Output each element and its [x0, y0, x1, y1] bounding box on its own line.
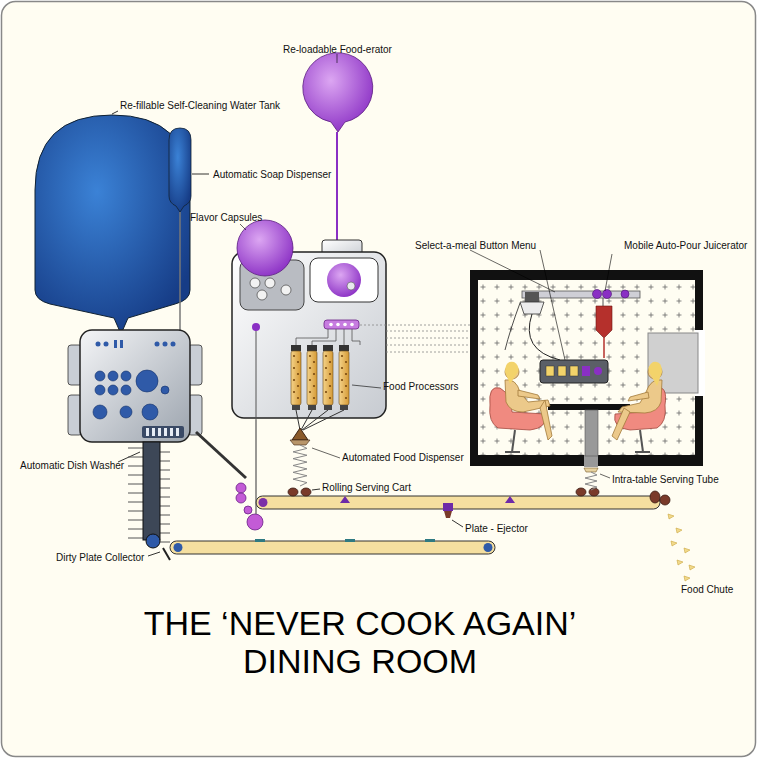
- tube-cap: [339, 345, 349, 351]
- part-label: Flavor Capsules: [190, 212, 262, 224]
- pipe-tick: [128, 502, 143, 503]
- part-label: Automatic Soap Dispenser: [213, 169, 331, 181]
- food-grain: [341, 355, 343, 357]
- food-grain: [329, 397, 331, 399]
- pipe-tick: [160, 479, 170, 480]
- part-label: Re-loadable Food-erator: [283, 44, 392, 56]
- pipe-tick: [128, 511, 143, 512]
- tube-cap: [308, 405, 316, 410]
- food-grain: [309, 379, 311, 381]
- pipe-tick: [160, 488, 170, 489]
- processor-tube: [323, 351, 333, 405]
- pipe-tick: [128, 448, 143, 449]
- food-grain: [345, 361, 347, 363]
- food-grain: [293, 355, 295, 357]
- pipe-tick: [160, 506, 170, 507]
- food-grain: [325, 355, 327, 357]
- food-grain: [345, 385, 347, 387]
- pipe-tick: [128, 538, 143, 539]
- pipe-tick: [128, 520, 143, 521]
- spring: [293, 445, 307, 486]
- food-grain: [309, 355, 311, 357]
- processor-tube: [291, 351, 301, 405]
- pipe-tick: [160, 515, 170, 516]
- food-grain: [341, 367, 343, 369]
- food-grain: [329, 385, 331, 387]
- food-grain: [313, 397, 315, 399]
- food-grain: [309, 367, 311, 369]
- pipe-tick: [128, 529, 143, 530]
- diagram-title: THE ‘NEVER COOK AGAIN’ DINING ROOM: [130, 604, 590, 680]
- food-grain: [293, 391, 295, 393]
- processor-tube: [307, 351, 317, 405]
- food-grain: [313, 361, 315, 363]
- food-grain: [325, 379, 327, 381]
- spring: [585, 472, 597, 490]
- part-label: Automatic Dish Washer: [20, 460, 124, 472]
- food-grain: [297, 397, 299, 399]
- tube-cap: [292, 405, 300, 410]
- part-label: Plate - Ejector: [465, 523, 528, 535]
- food-grain: [329, 361, 331, 363]
- food-grain: [293, 379, 295, 381]
- part-label: Dirty Plate Collector: [56, 552, 144, 564]
- pipe-tick: [128, 466, 143, 467]
- pipe-tick: [160, 524, 170, 525]
- food-grain: [297, 361, 299, 363]
- part-label: Re-fillable Self-Cleaning Water Tank: [120, 100, 280, 112]
- food-grain: [325, 391, 327, 393]
- tube-cap: [323, 345, 333, 351]
- pipe-tick: [128, 493, 143, 494]
- food-grain: [297, 385, 299, 387]
- food-grain: [313, 385, 315, 387]
- part-label: Food Processors: [383, 381, 459, 393]
- food-grain: [329, 373, 331, 375]
- pipe-tick: [160, 533, 170, 534]
- pipe-tick: [160, 470, 170, 471]
- pipe-tick: [160, 497, 170, 498]
- part-label: Intra-table Serving Tube: [612, 474, 719, 486]
- processor-tube: [339, 351, 349, 405]
- pipe-tick: [128, 457, 143, 458]
- tube-cap: [307, 345, 317, 351]
- part-label: Mobile Auto-Pour Juicerator: [624, 240, 747, 252]
- food-grain: [341, 391, 343, 393]
- food-grain: [325, 367, 327, 369]
- food-grain: [345, 397, 347, 399]
- pipe-tick: [128, 484, 143, 485]
- food-grain: [313, 373, 315, 375]
- part-label: Automated Food Dispenser: [342, 452, 464, 464]
- pipe-tick: [160, 461, 170, 462]
- food-grain: [293, 367, 295, 369]
- part-label: Select-a-meal Button Menu: [415, 240, 536, 252]
- part-label: Food Chute: [681, 584, 733, 596]
- pipe-tick: [160, 542, 170, 543]
- tube-cap: [340, 405, 348, 410]
- food-grain: [297, 373, 299, 375]
- part-label: Rolling Serving Cart: [322, 482, 411, 494]
- pipe-tick: [128, 475, 143, 476]
- tube-cap: [324, 405, 332, 410]
- food-grain: [309, 391, 311, 393]
- tube-cap: [291, 345, 301, 351]
- food-grain: [345, 373, 347, 375]
- food-grain: [341, 379, 343, 381]
- pipe-tick: [160, 452, 170, 453]
